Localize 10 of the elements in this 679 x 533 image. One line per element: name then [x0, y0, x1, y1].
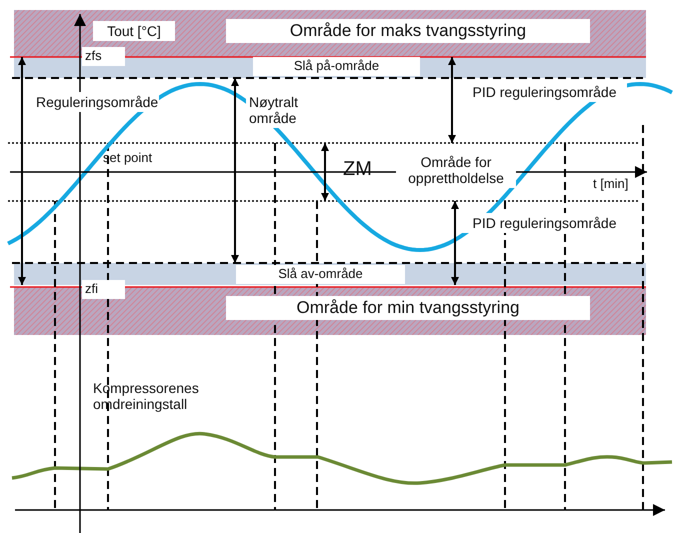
setpoint-label: set point	[103, 151, 154, 166]
zone-label: Område for min tvangsstyring	[226, 296, 590, 320]
axis-label: t [min]	[593, 177, 630, 192]
limit-label: zfi	[82, 280, 125, 299]
axis-label: Tout [°C]	[93, 21, 175, 42]
axis-label: Kompressorenes omdreiningstall	[93, 380, 200, 412]
zone-label: Slå av-område	[236, 265, 405, 284]
limit-label: zfs	[82, 47, 125, 66]
zone-label: Slå på-område	[253, 57, 420, 76]
zone-label: Område for maks tvangsstyring	[226, 19, 590, 43]
